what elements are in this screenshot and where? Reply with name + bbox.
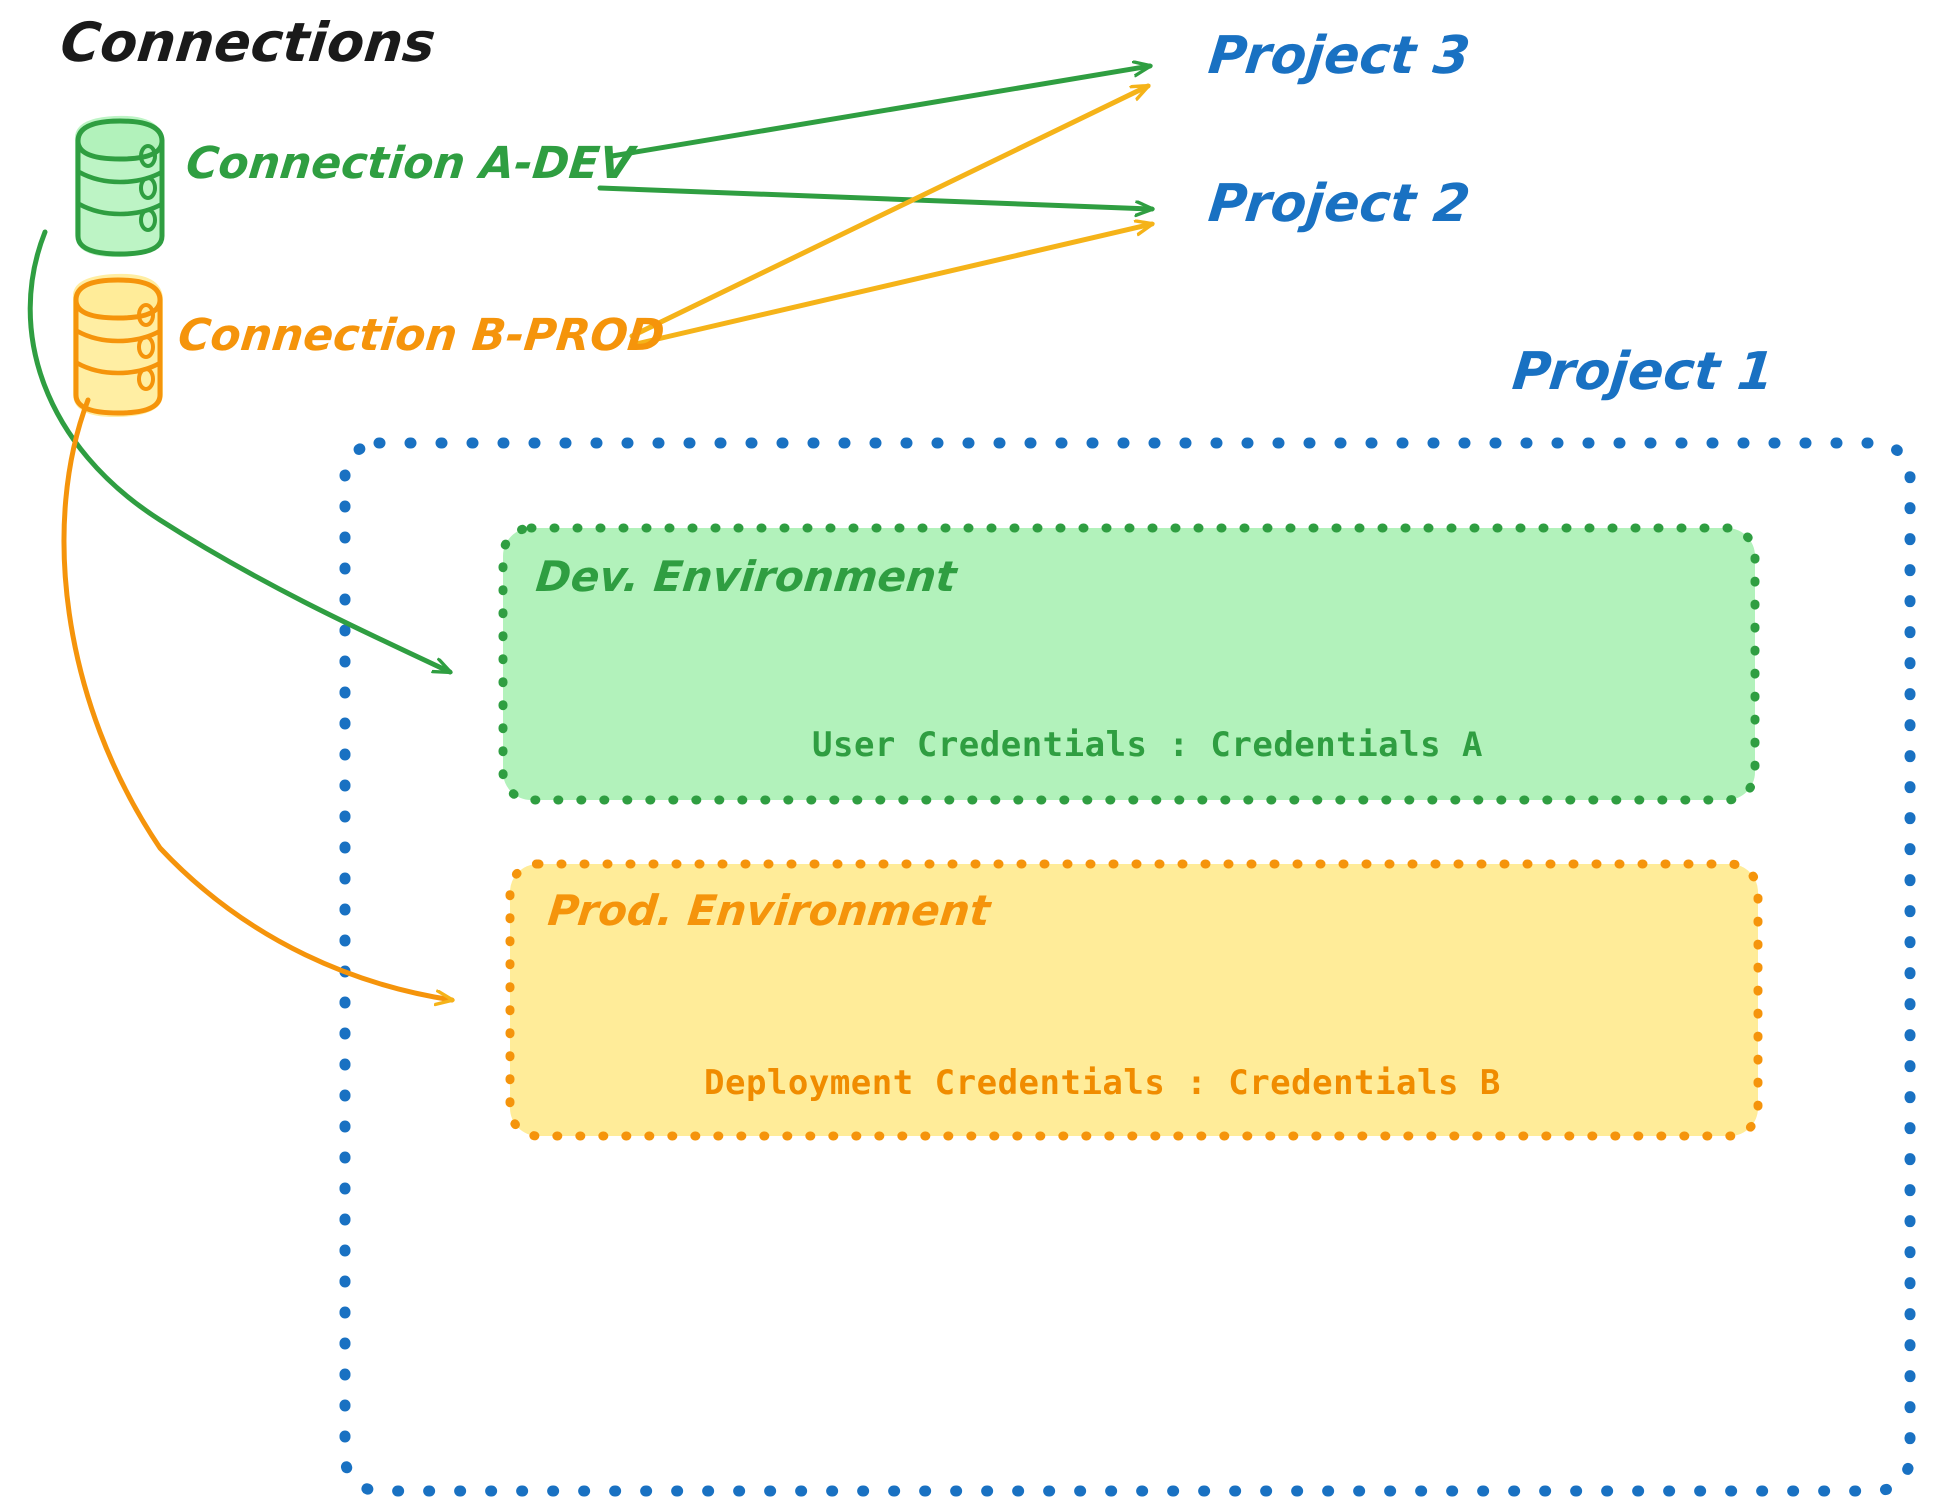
connection-b-label[interactable]: Connection B-PROD — [175, 310, 667, 361]
prod-environment-title: Prod. Environment — [545, 886, 993, 935]
edge-conn-a-to-project-3 — [609, 66, 1150, 159]
edge-conn-a-to-project-2 — [597, 185, 1152, 209]
prod-environment-box — [505, 859, 1763, 1141]
edge-conn-b-to-prod-environment — [61, 397, 452, 1000]
database-icon-connection-b — [72, 273, 163, 418]
edge-conn-b-to-project-3 — [629, 83, 1148, 339]
dev-environment-box — [498, 523, 1760, 805]
project-3-label[interactable]: Project 3 — [1205, 26, 1473, 86]
edge-conn-b-to-project-2 — [633, 224, 1152, 347]
page-title: Connections — [57, 11, 439, 74]
project-1-label[interactable]: Project 1 — [1509, 342, 1777, 402]
project-1-container — [339, 437, 1916, 1497]
dev-environment-credentials: User Credentials : Credentials A — [812, 725, 1484, 765]
connection-a-label[interactable]: Connection A-DEV — [183, 138, 637, 189]
project-2-label[interactable]: Project 2 — [1205, 174, 1473, 234]
dev-environment-title: Dev. Environment — [533, 552, 959, 601]
prod-environment-credentials: Deployment Credentials : Credentials B — [704, 1063, 1501, 1103]
database-icon-connection-a — [74, 115, 165, 258]
edge-conn-a-to-dev-environment — [27, 229, 450, 675]
